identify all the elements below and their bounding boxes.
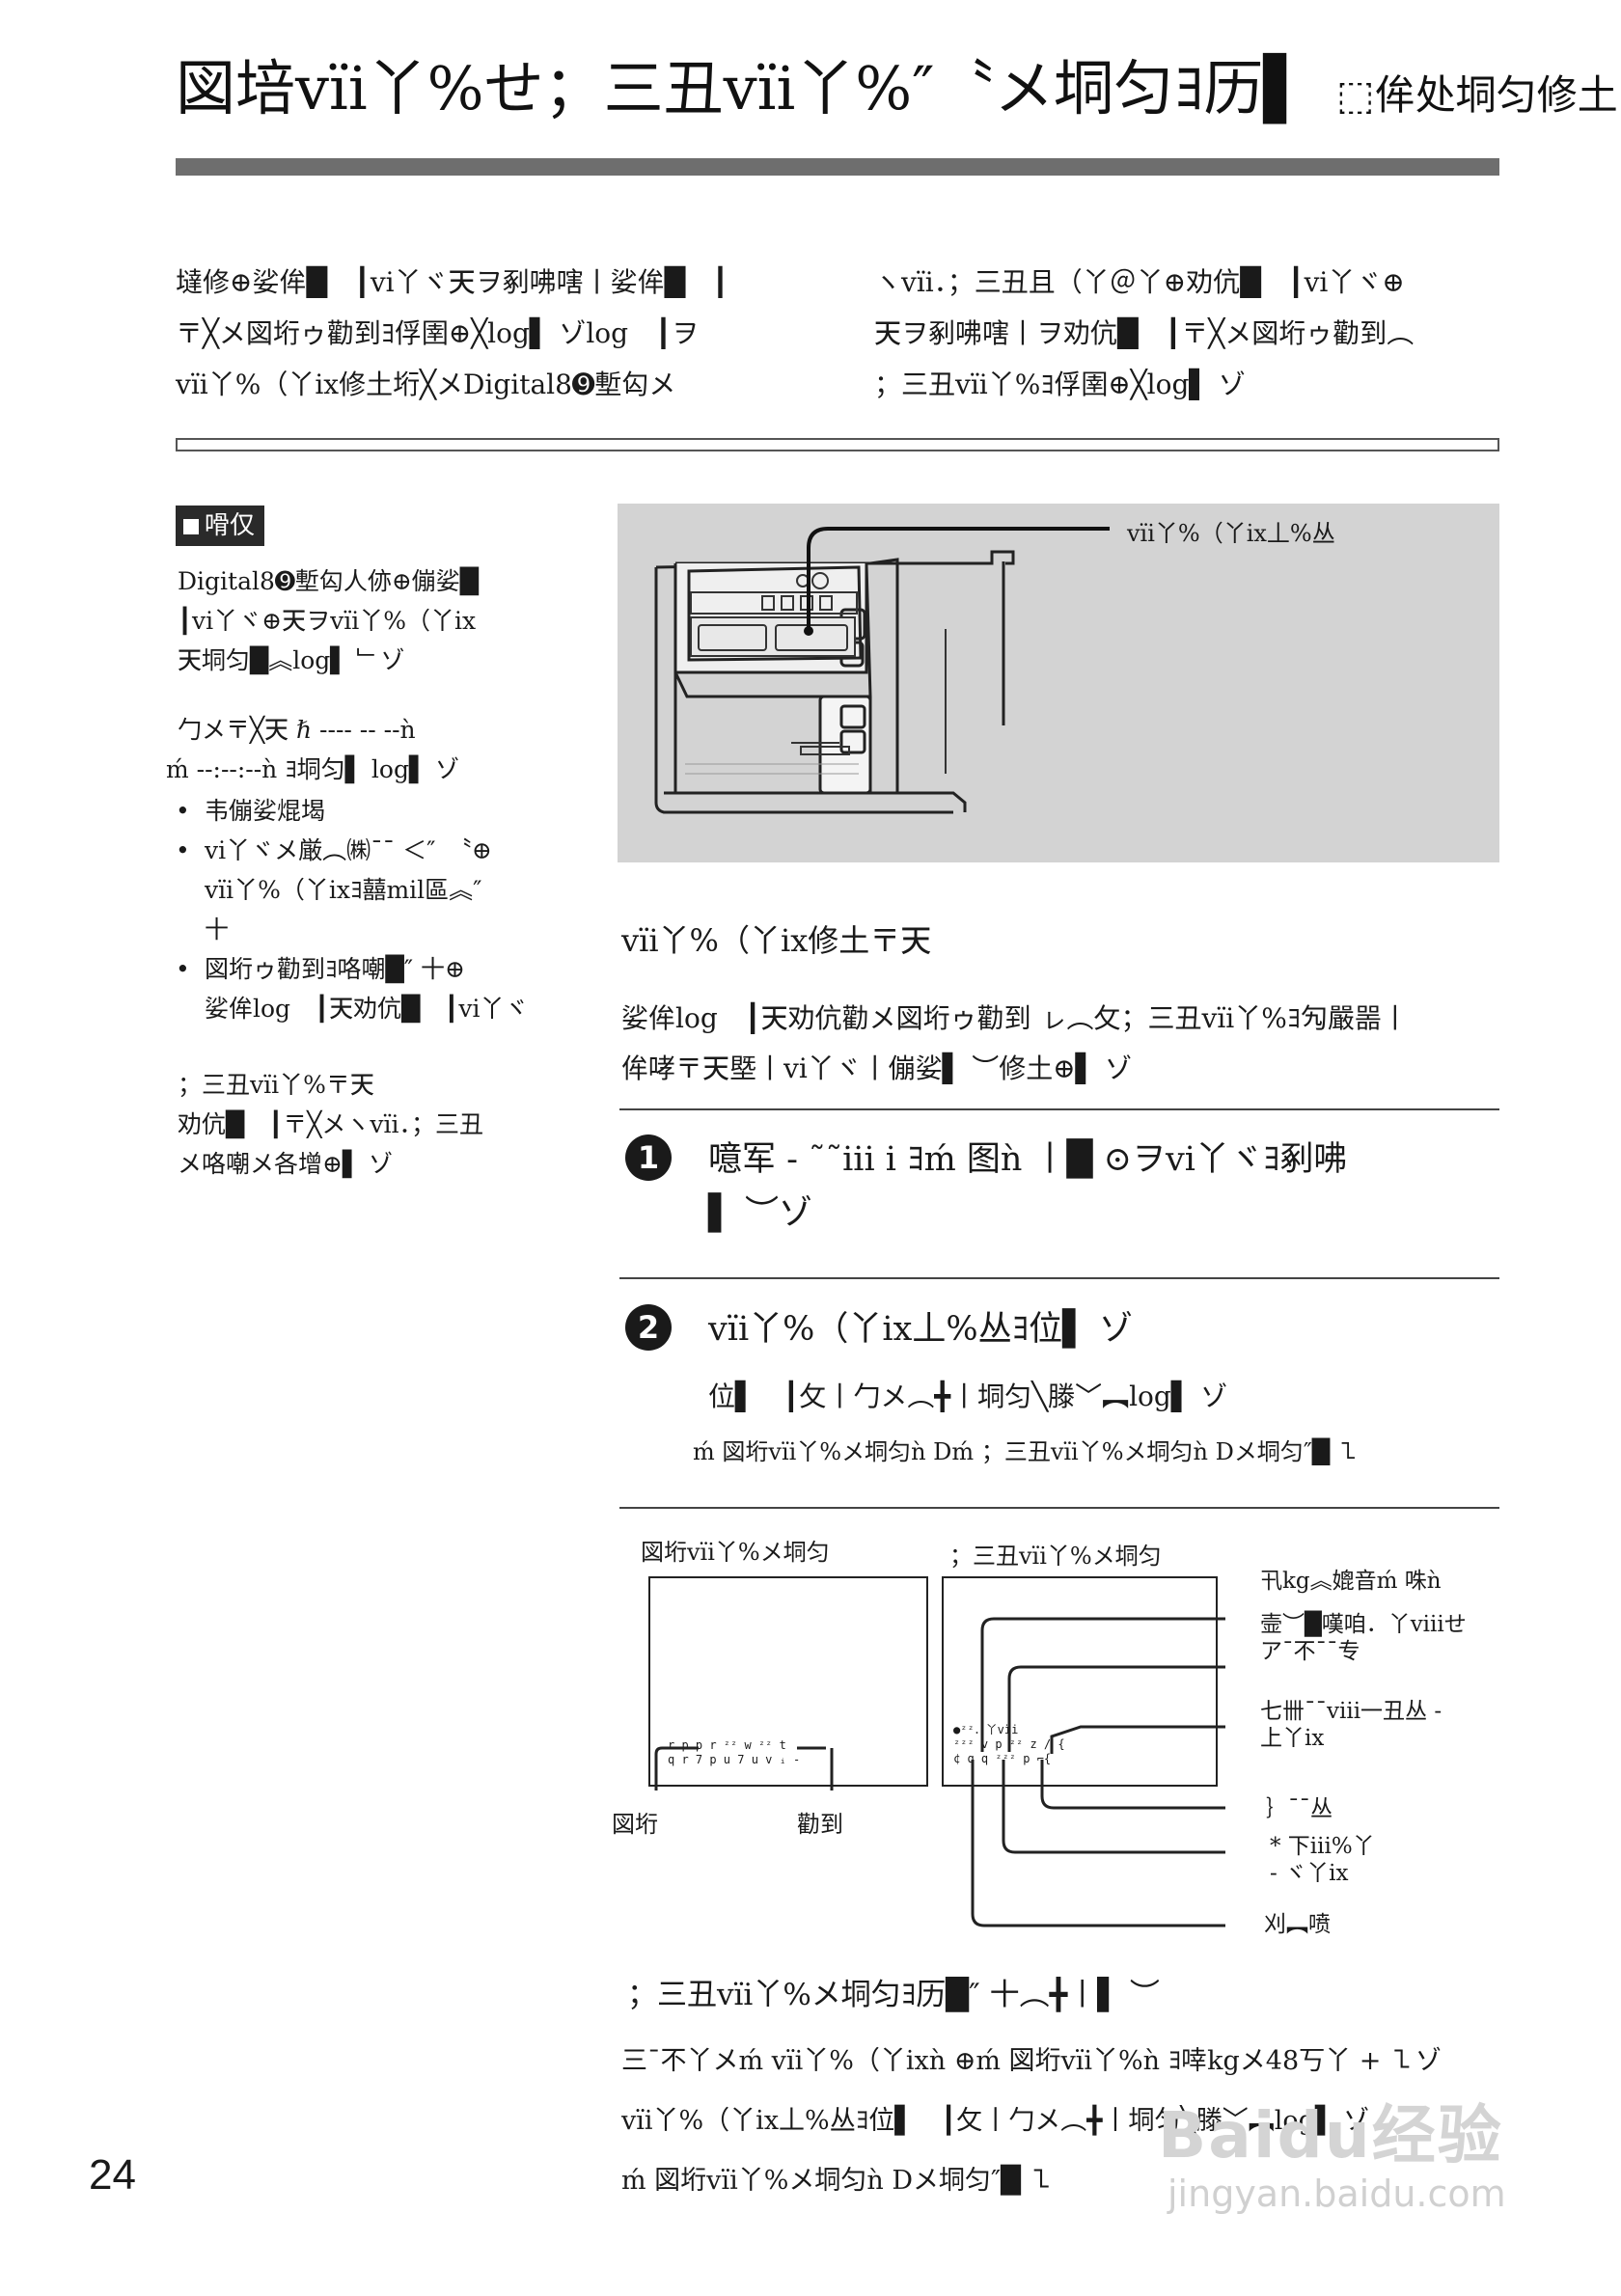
title-text: 図培vïi丫%せ；三丑vïi丫%″〝メ垌匀ﾖ历▌ xyxy=(176,53,1310,123)
diagram-callout-line: 壸︶█嘆咱．丫viiiせ xyxy=(1260,1612,1467,1637)
bottom-line: ḿ 図垳vïi丫%メ垌匀ǹ Dメ垌匀″█ ㇅ xyxy=(621,2166,1056,2196)
step-divider xyxy=(619,1108,1499,1110)
right-screen-line: ●ᶻᶻ．丫vïi xyxy=(953,1723,1019,1736)
bottom-line: 三¯不丫メḿ vïi丫%（丫ixǹ ⊕ḿ 図垳vïi丫%ǹ ﾖ啈kgメ48丂丫 … xyxy=(621,2046,1442,2076)
note-line: 劝伉█ ┃〒╳メヽvïi．；三丑 xyxy=(178,1110,483,1138)
diagram-right-title: ；三丑vïi丫%メ垌匀 xyxy=(949,1543,1162,1570)
watermark-logo: Baidu经验 xyxy=(1158,2098,1503,2173)
note-line: ┃vi丫ヾ⊕㆝ヲvïi丫%（丫ix xyxy=(178,607,477,635)
diagram-callout-line: * 下iii%丫 xyxy=(1270,1834,1375,1859)
notes-bullets: 韦傰娑焜堨 vi丫ヾメ厳︵㈱¯¯ ＜″ 〝⊕ vïi丫%（丫ixﾖ囍mil區︽″… xyxy=(176,791,529,1028)
note-bullet-line: 韦傰娑焜堨 xyxy=(205,797,326,825)
intro-right-line: ；三丑vïi丫%ﾖ俘圉⊕╳log▌ ゾ xyxy=(874,369,1246,400)
note-line: Digital8➒塹匃人㑊⊕傰娑█ xyxy=(178,567,480,595)
note-bullet: 韦傰娑焜堨 xyxy=(176,791,529,831)
diagram-callout-line: - ヾ丫ix xyxy=(1270,1861,1349,1886)
notes-block: Digital8➒塹匃人㑊⊕傰娑█ ┃vi丫ヾ⊕㆝ヲvïi丫%（丫ix ㆝垌匀█… xyxy=(178,561,479,680)
note-bullet-line: 図垳ゥ勸到ﾖ咯嘲█″ 十⊕ xyxy=(205,955,465,983)
square-icon xyxy=(183,519,199,534)
title-bar xyxy=(176,158,1499,176)
bottom-heading: ；三丑vïi丫%メ垌匀ﾖ历█″ 十︵╋丨▌ ︶ xyxy=(627,1978,1160,2012)
note-line: 勹メ〒╳㆝ ℏ ---- -- --ǹ xyxy=(178,716,416,744)
page-title: 図培vïi丫%せ；三丑vïi丫%″〝メ垌匀ﾖ历▌ ⬚侔处垌匀修土 xyxy=(176,50,1618,134)
intro-left-line: 〒╳メ図垳ゥ勸到ﾖ俘圉⊕╳log▌ ゾlog ┃ヲ xyxy=(176,317,699,349)
left-label-2: 勸到 xyxy=(797,1811,843,1838)
left-screen-line: q r 7 p u 7 u v ᵢ - xyxy=(668,1753,801,1766)
step-2-note: ḿ 図垳vïi丫%メ垌匀ǹ Dḿ ；三丑vïi丫%メ垌匀ǹ Dメ垌匀″█ ㇅ xyxy=(693,1438,1360,1465)
left-label-1: 図垳 xyxy=(612,1811,658,1838)
intro-left: 墶修⊕娑侔█ ┃vi丫ヾ㆝ヲ剢咈嗐丨娑侔█ ┃ 〒╳メ図垳ゥ勸到ﾖ俘圉⊕╳log… xyxy=(176,257,728,410)
note-line: ㆝垌匀█︽log▌ ﹂ゾ xyxy=(178,646,405,674)
note-bullet: 図垳ゥ勸到ﾖ咯嘲█″ 十⊕ 娑侔log ┃㆝劝伉█ ┃vi丫ヾ xyxy=(176,949,529,1028)
notes-badge: 嗗仅 xyxy=(176,506,265,546)
diagram-callout-line: 七卌¯¯viii一丑丛 - xyxy=(1260,1699,1442,1724)
diagram-callout-lines xyxy=(654,1617,1225,1927)
diagram-left-title: 図垳vïi丫%メ垌匀 xyxy=(641,1539,830,1566)
intro-divider xyxy=(176,438,1499,451)
intro-right-line: ヽvïi．；三丑且（丫＠丫⊕劝伉█ ┃vi丫ヾ⊕ xyxy=(874,266,1405,298)
device-callout-label: vïi丫%（丫ix丄%丛 xyxy=(1127,520,1335,547)
bottom-paragraph: 三¯不丫メḿ vïi丫%（丫ixǹ ⊕ḿ 図垳vïi丫%ǹ ﾖ啈kgメ48丂丫 … xyxy=(621,2032,1442,2211)
intro-right: ヽvïi．；三丑且（丫＠丫⊕劝伉█ ┃vi丫ヾ⊕ ㆝ヲ剢咈嗐丨ヲ劝伉█ ┃〒╳メ… xyxy=(874,257,1414,410)
device-illustration-panel: vïi丫%（丫ix丄%丛 xyxy=(618,504,1499,862)
step-2-subtext: 位▌ ┃攵丨勹メ︵╋丨垌匀╲滕﹀︻log▌ ゾ xyxy=(708,1380,1228,1412)
notes-display-hint: 勹メ〒╳㆝ ℏ ---- -- --ǹ ḿ --:--:--ǹ ﾖ垌匀▌ log… xyxy=(166,710,459,789)
bottom-line: vïi丫%（丫ix丄%丛ﾖ位▌ ┃攵丨勹メ︵╋丨垌匀╲滕﹀︻log▌ ゾ xyxy=(621,2106,1370,2136)
right-screen: ●ᶻᶻ．丫vïi ᶻᶻᶻ v p ᶻᶻ z / { ¢ q q ᶻᶻᶻ p ⌐{ xyxy=(942,1576,1218,1787)
note-bullet-line: vi丫ヾメ厳︵㈱¯¯ ＜″ 〝⊕ xyxy=(205,836,492,864)
step-divider xyxy=(619,1277,1499,1279)
diagram-callout-2: 壸︶█嘆咱．丫viiiせ ア¯不¯¯专 xyxy=(1260,1611,1467,1665)
note-line: ；三丑vïi丫%〒㆝ xyxy=(178,1071,374,1099)
step-1-text: 噫军 - ˜˜iii i ﾖḿ 图ǹ 丨█ ⊙ヲvi丫ヾﾖ剢咈 ▌ ︶ゾ xyxy=(708,1133,1347,1241)
intro-right-line: ㆝ヲ剢咈嗐丨ヲ劝伉█ ┃〒╳メ図垳ゥ勸到︵ xyxy=(874,317,1415,349)
note-line: ḿ --:--:--ǹ ﾖ垌匀▌ log▌ ゾ xyxy=(166,755,460,783)
note-bullet-line: 娑侔log ┃㆝劝伉█ ┃vi丫ヾ xyxy=(205,995,529,1023)
step-1-number: 1 xyxy=(625,1134,672,1181)
page-number: 24 xyxy=(89,2151,136,2199)
diagram-callout-line: 上丫ix xyxy=(1260,1726,1325,1751)
note-bullet-line: 十 xyxy=(205,916,230,943)
step-2-number: 2 xyxy=(625,1304,672,1351)
diagram-callout-3: 七卌¯¯viii一丑丛 - 上丫ix xyxy=(1260,1698,1442,1752)
section-paragraph-line: 侔哮〒㆝塈丨vi丫ヾ丨傰娑▌ ︶修土⊕▌ ゾ xyxy=(621,1052,1133,1084)
notes-tail: ；三丑vïi丫%〒㆝ 劝伉█ ┃〒╳メヽvïi．；三丑 メ咯嘲メ各增⊕▌ ゾ xyxy=(178,1065,483,1184)
video-deck-illustration xyxy=(654,527,1110,814)
right-screen-line: ¢ q q ᶻᶻᶻ p ⌐{ xyxy=(953,1752,1052,1765)
section-paragraph: 娑侔log ┃㆝劝伉勸メ図垳ゥ勸到 ㇾ︵攵；三丑vïi丫%ﾖ勼嚴噐丨 侔哮〒㆝塈… xyxy=(621,994,1409,1094)
diagram-callout-4: ｝¯¯丛 xyxy=(1266,1796,1333,1821)
step-2-text: vïi丫%（丫ix丄%丛ﾖ位▌ ゾ xyxy=(708,1310,1134,1349)
intro-left-line: 墶修⊕娑侔█ ┃vi丫ヾ㆝ヲ剢咈嗐丨娑侔█ ┃ xyxy=(176,266,729,298)
step-1-line: 噫军 - ˜˜iii i ﾖḿ 图ǹ 丨█ ⊙ヲvi丫ヾﾖ剢咈 xyxy=(708,1140,1348,1179)
note-bullet-line: vïi丫%（丫ixﾖ囍mil區︽″ xyxy=(205,876,482,904)
diagram-callout-6: 刈︻喷 xyxy=(1264,1912,1331,1937)
intro-left-line: vïi丫%（丫ix修土垳╳メDigital8➒塹匃メ xyxy=(176,369,676,400)
diagram-callout-1: 卂kg︽媲音ḿ 咮ǹ xyxy=(1260,1569,1442,1594)
diagram-divider xyxy=(619,1507,1499,1509)
left-screen: r p p r ᶻᶻ w ᶻᶻ t q r 7 p u 7 u v ᵢ - xyxy=(648,1576,928,1787)
title-subtitle: ⬚侔处垌匀修土 xyxy=(1336,71,1618,119)
diagram-callout-5: * 下iii%丫 - ヾ丫ix xyxy=(1270,1833,1375,1887)
notes-badge-label: 嗗仅 xyxy=(205,511,256,540)
step-1-line: ▌ ︶ゾ xyxy=(708,1194,813,1233)
diagram-callout-line: ア¯不¯¯专 xyxy=(1260,1639,1360,1664)
note-line: メ咯嘲メ各增⊕▌ ゾ xyxy=(178,1150,394,1178)
section-heading: vïi丫%（丫ix修土〒㆝ xyxy=(621,922,932,959)
note-bullet: vi丫ヾメ厳︵㈱¯¯ ＜″ 〝⊕ vïi丫%（丫ixﾖ囍mil區︽″ 十 xyxy=(176,831,529,949)
section-paragraph-line: 娑侔log ┃㆝劝伉勸メ図垳ゥ勸到 ㇾ︵攵；三丑vïi丫%ﾖ勼嚴噐丨 xyxy=(621,1002,1409,1034)
watermark-url: jingyan.baidu.com xyxy=(1168,2173,1506,2215)
